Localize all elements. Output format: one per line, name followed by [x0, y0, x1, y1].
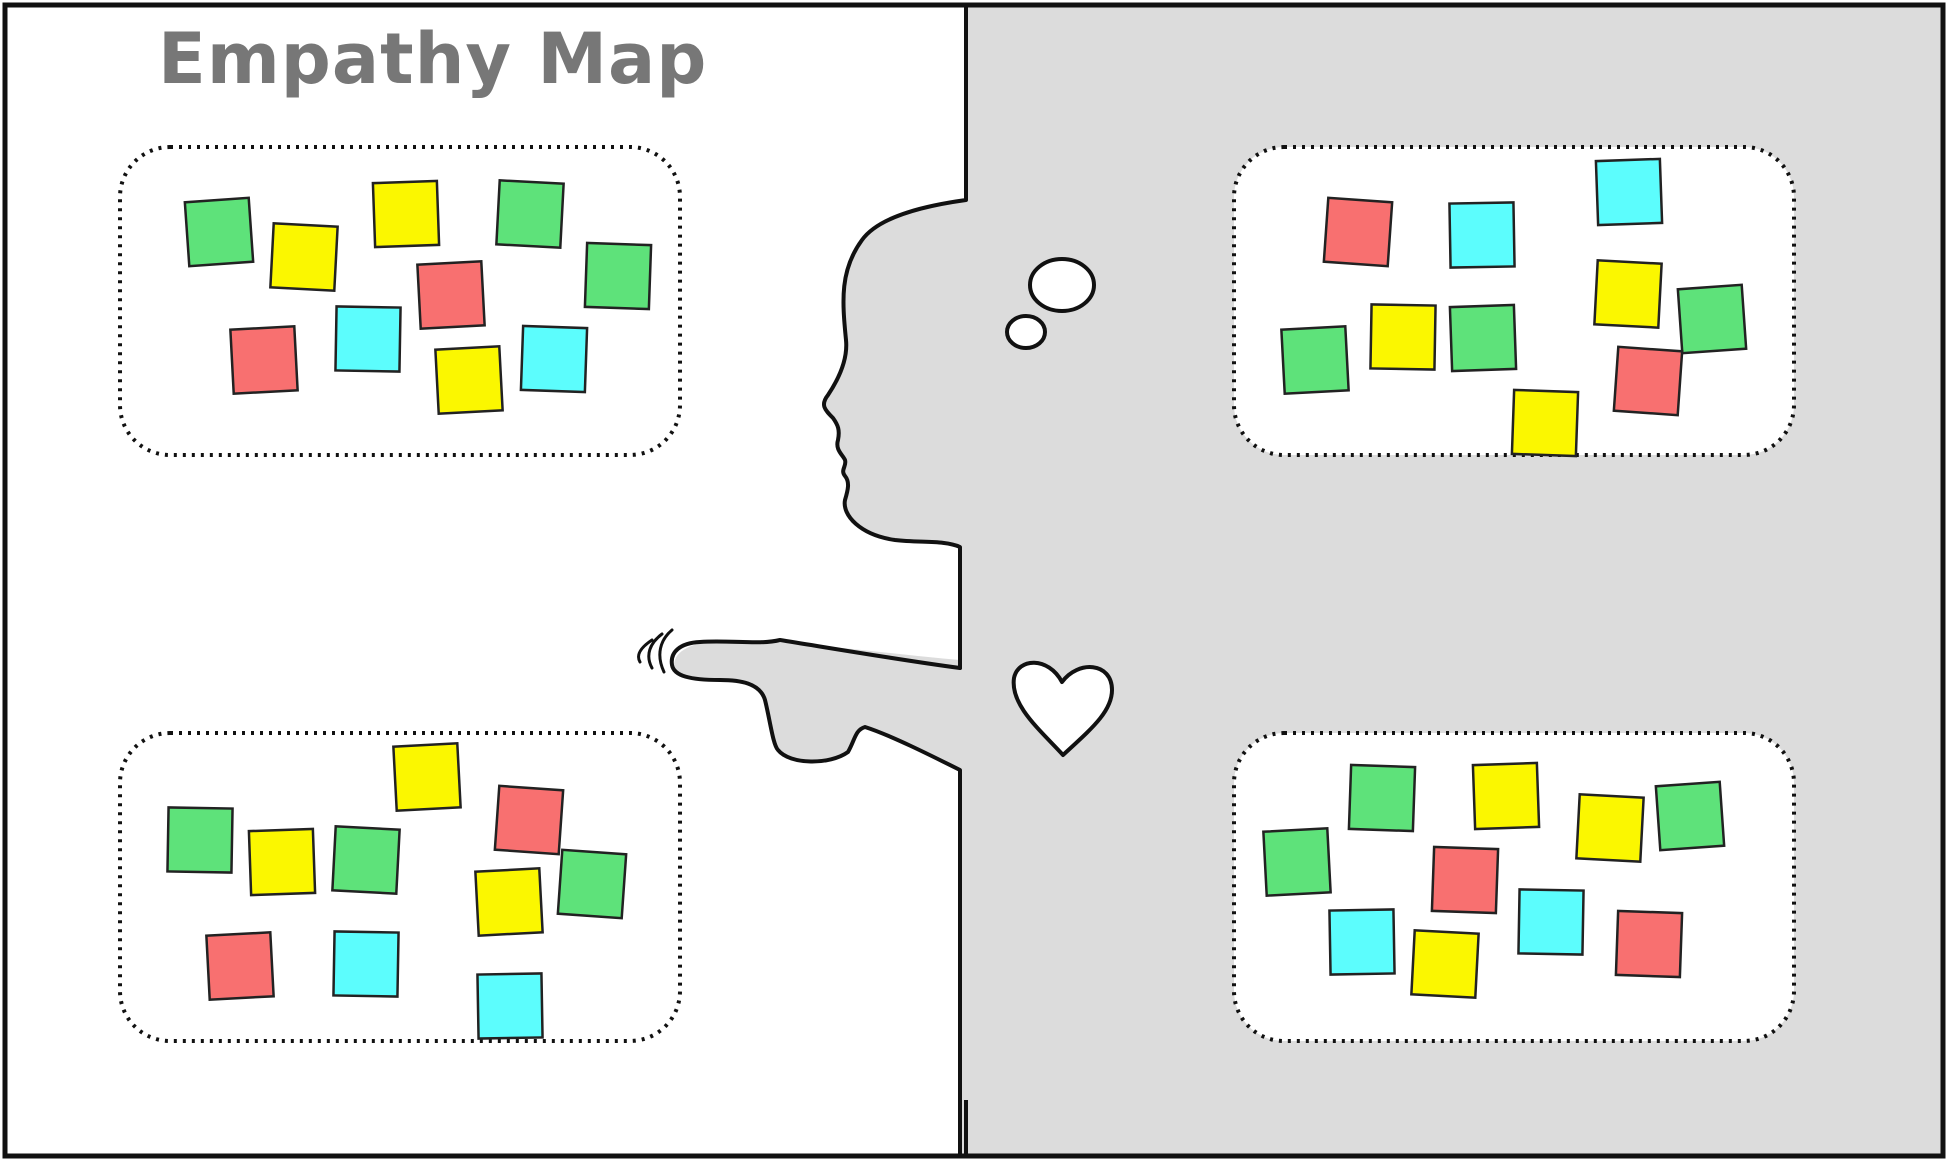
sticky-note-yellow [1510, 388, 1580, 458]
sticky-note-green [183, 196, 255, 268]
sticky-note-cyan [476, 972, 544, 1040]
sticky-note-green [1654, 780, 1726, 852]
sticky-note-cyan [1594, 157, 1664, 227]
sticky-note-green [583, 241, 653, 311]
sticky-note-green [1676, 283, 1748, 355]
thought-bubble-icon [1005, 257, 1096, 350]
sticky-note-cyan [519, 324, 589, 394]
sticky-note-yellow [371, 179, 441, 249]
sticky-note-yellow [474, 867, 544, 937]
quadrant-top-right-notes [1280, 157, 1748, 458]
page-title: Empathy Map [158, 18, 708, 100]
heart-icon [1011, 660, 1114, 757]
sticky-note-red [1430, 845, 1500, 915]
sticky-note-red [1322, 196, 1394, 268]
sticky-note-green [495, 179, 565, 249]
quadrant-bottom-right-notes [1262, 761, 1726, 999]
sticky-note-yellow [1369, 303, 1437, 371]
sticky-note-yellow [1593, 259, 1663, 329]
pointing-hand-icon [669, 638, 962, 1157]
quadrant-top-left-notes [183, 179, 653, 415]
sticky-note-red [205, 931, 275, 1001]
quadrant-bottom-left-notes [166, 742, 628, 1040]
sticky-note-yellow [392, 742, 462, 812]
sticky-note-red [416, 260, 486, 330]
sticky-note-yellow [434, 345, 504, 415]
silhouette-outline [821, 4, 968, 670]
sticky-note-green [1448, 303, 1518, 373]
motion-lines-icon [637, 628, 674, 674]
head-silhouette-icon [674, 200, 966, 1155]
sticky-note-cyan [332, 930, 400, 998]
sticky-note-green [331, 825, 401, 895]
sticky-note-cyan [1448, 201, 1516, 269]
sticky-note-cyan [1328, 908, 1396, 976]
sticky-note-green [166, 806, 234, 874]
sticky-note-red [1612, 345, 1684, 417]
sticky-note-cyan [334, 305, 402, 373]
sticky-note-yellow [269, 222, 339, 292]
sticky-note-red [229, 325, 299, 395]
sticky-note-yellow [247, 827, 317, 897]
sticky-note-yellow [1410, 929, 1480, 999]
sticky-note-green [1262, 827, 1332, 897]
sticky-note-red [493, 784, 565, 856]
sticky-note-green [556, 848, 628, 920]
sticky-note-yellow [1575, 793, 1645, 863]
sticky-note-yellow [1471, 761, 1541, 831]
sticky-note-red [1614, 909, 1684, 979]
sticky-note-green [1347, 763, 1417, 833]
sticky-note-green [1280, 325, 1350, 395]
sticky-note-cyan [1517, 888, 1585, 956]
